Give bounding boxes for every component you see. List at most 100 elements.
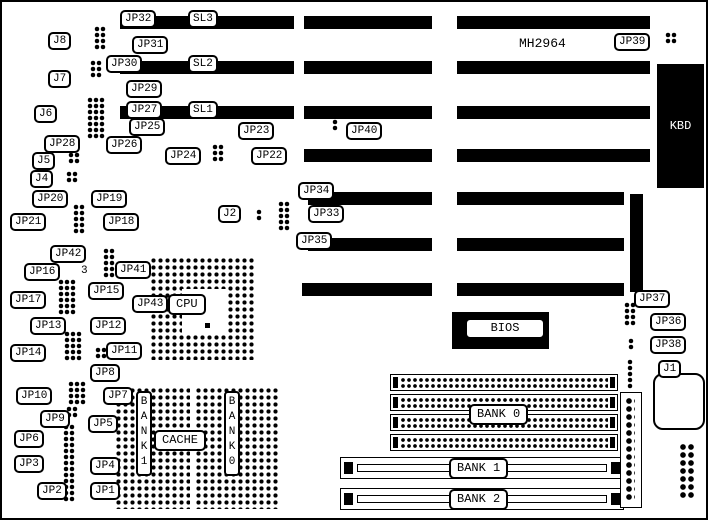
label-jp3: JP3 <box>14 455 44 473</box>
label-jp38: JP38 <box>650 336 687 354</box>
jumper-j4 <box>66 171 78 183</box>
label-jp37: JP37 <box>634 290 671 308</box>
jumper-j6-cluster <box>87 97 105 139</box>
isa-slot-row3-right <box>457 106 650 119</box>
label-jp5: JP5 <box>88 415 118 433</box>
socket-end-tab <box>344 462 353 474</box>
label-j5: J5 <box>32 152 56 170</box>
label-jp22: JP22 <box>251 147 288 165</box>
label-jp12: JP12 <box>90 317 127 335</box>
jumper-j2 <box>256 209 262 221</box>
jumper-j8 <box>94 26 106 50</box>
isa-slot-row4-right <box>457 149 650 162</box>
label-jp10: JP10 <box>16 387 53 405</box>
simm-end-tab <box>610 397 615 408</box>
battery-outline <box>653 373 705 430</box>
label-jp20: JP20 <box>32 190 69 208</box>
jumper-jp38 <box>628 338 634 350</box>
simm-pins <box>400 397 608 408</box>
cpu-pin1-marker <box>205 323 210 328</box>
isa-slot-row1-mid <box>304 16 432 29</box>
label-jp2: JP2 <box>37 482 67 500</box>
label-j2: J2 <box>218 205 242 223</box>
isa-slot-row5-mid <box>308 192 432 205</box>
isa-slot-row2-mid <box>304 61 432 74</box>
simm-socket <box>390 374 618 391</box>
label-j6: J6 <box>34 105 58 123</box>
label-jp41: JP41 <box>115 261 152 279</box>
label-jp23: JP23 <box>238 122 275 140</box>
label-jp18: JP18 <box>103 213 140 231</box>
jumper-j5 <box>68 152 80 164</box>
isa-slot-row7-right <box>457 283 624 296</box>
label-jp4: JP4 <box>90 457 120 475</box>
label-sl2: SL2 <box>188 55 218 73</box>
kbd-label: KBD <box>669 119 692 133</box>
simm-end-tab <box>610 377 615 388</box>
label-jp43: JP43 <box>132 295 169 313</box>
label-jp28: JP28 <box>44 135 81 153</box>
pin-label-3: 3 <box>81 265 88 277</box>
label-jp29: JP29 <box>126 80 163 98</box>
label-jp16: JP16 <box>24 263 61 281</box>
cache-bank0-label: BANK0 <box>224 391 240 476</box>
simm-socket <box>390 434 618 451</box>
jumper-j1 <box>627 359 633 389</box>
label-jp21: JP21 <box>10 213 47 231</box>
simm-socket <box>390 394 618 411</box>
bios-label: BIOS <box>465 318 545 339</box>
simm-end-tab <box>393 377 398 388</box>
cache-bank1-label: BANK1 <box>136 391 152 476</box>
label-jp24: JP24 <box>165 147 202 165</box>
simm-end-tab <box>610 417 615 428</box>
label-jp17: JP17 <box>10 291 47 309</box>
label-jp7: JP7 <box>103 387 133 405</box>
label-jp31: JP31 <box>132 36 169 54</box>
isa-slot-row7-mid <box>302 283 432 296</box>
label-j4: J4 <box>30 170 54 188</box>
jumper-jp39 <box>665 32 677 44</box>
label-jp6: JP6 <box>14 430 44 448</box>
label-jp30: JP30 <box>106 55 143 73</box>
label-jp14: JP14 <box>10 344 47 362</box>
jumper-jp40 <box>332 119 338 131</box>
jumper-jp18-jp21 <box>73 204 85 234</box>
jumper-jp33-jp35 <box>278 201 290 231</box>
socket-end-tab <box>611 493 620 505</box>
jumper-jp12-jp14 <box>64 331 82 361</box>
label-jp36: JP36 <box>650 313 687 331</box>
jumper-jp7-jp10 <box>68 381 86 405</box>
isa-slot-row2-right <box>457 61 650 74</box>
socket-end-tab <box>611 462 620 474</box>
jumper-jp22-jp24 <box>212 144 224 162</box>
label-j8: J8 <box>48 32 72 50</box>
label-jp34: JP34 <box>298 182 335 200</box>
simm-pins <box>400 437 608 448</box>
label-jp35: JP35 <box>296 232 333 250</box>
bank1-label: BANK 1 <box>449 458 509 479</box>
power-connector-pins <box>625 397 635 501</box>
label-jp8: JP8 <box>90 364 120 382</box>
isa-slot-row5-right <box>457 192 624 205</box>
label-jp9: JP9 <box>40 410 70 428</box>
bank0-label: BANK 0 <box>469 404 529 425</box>
cache-label: CACHE <box>154 430 207 451</box>
label-jp19: JP19 <box>91 190 128 208</box>
label-jp13: JP13 <box>30 317 67 335</box>
label-jp25: JP25 <box>129 118 166 136</box>
isa-slot-row6-right <box>457 238 624 251</box>
simm-end-tab <box>393 397 398 408</box>
simm-end-tab <box>393 417 398 428</box>
keyboard-connector: KBD <box>657 64 704 188</box>
label-sl3: SL3 <box>188 10 218 28</box>
label-jp40: JP40 <box>346 122 383 140</box>
label-jp15: JP15 <box>88 282 125 300</box>
jumper-j7 <box>90 60 102 78</box>
isa-slot-row6-mid <box>308 238 432 251</box>
slot-end-bar <box>630 194 643 292</box>
jumper-jp15-jp17 <box>58 279 76 315</box>
simm-end-tab <box>393 437 398 448</box>
bank2-label: BANK 2 <box>449 489 509 510</box>
simm-pins <box>400 377 608 388</box>
